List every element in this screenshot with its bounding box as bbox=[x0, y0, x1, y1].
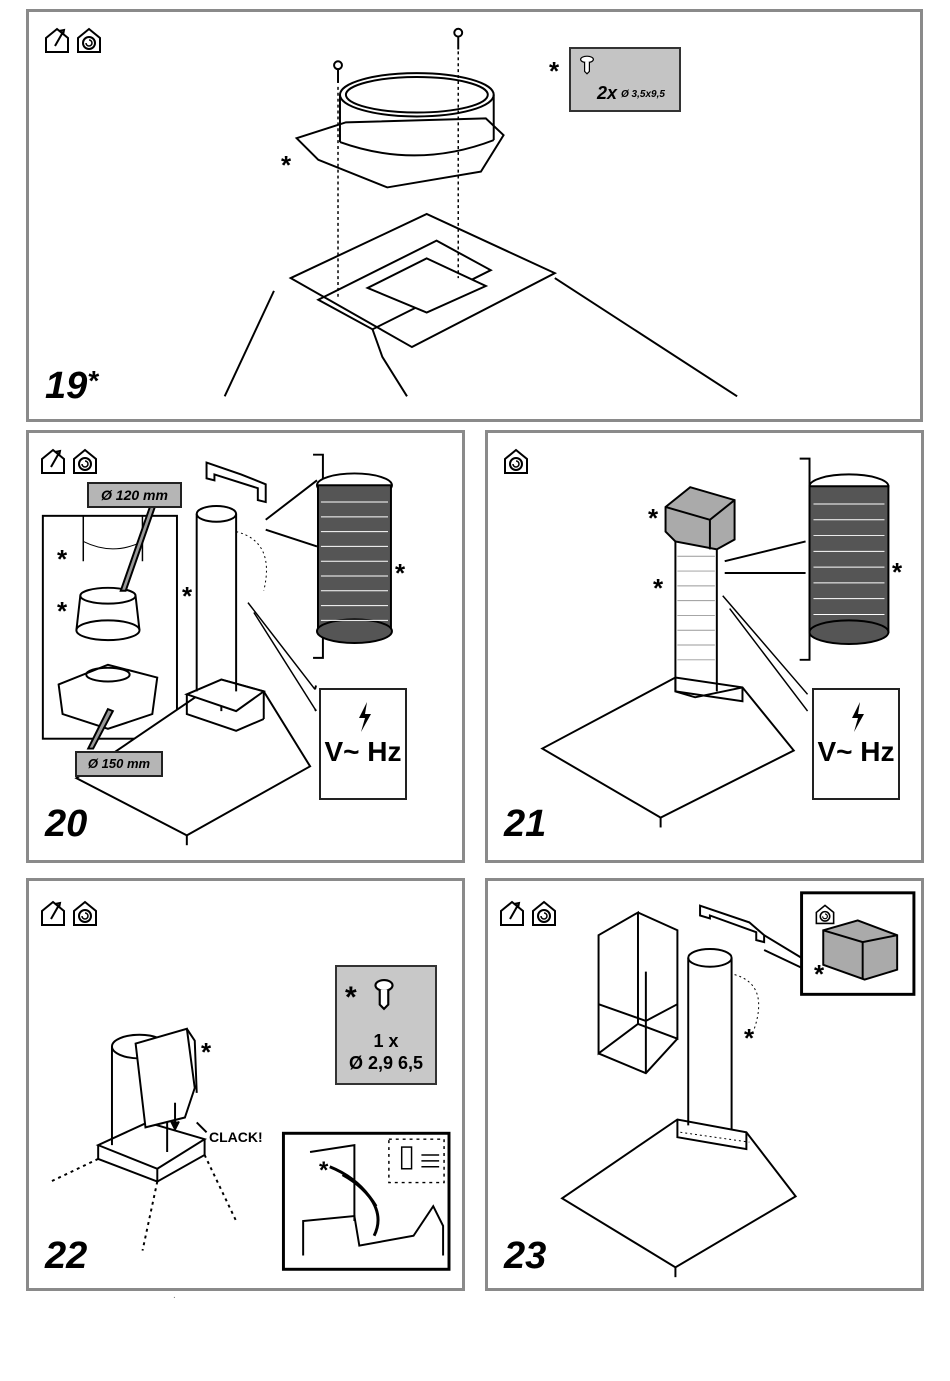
step-19-illustration bbox=[29, 12, 920, 419]
connector-optional-mark: * bbox=[814, 961, 824, 987]
screw-quantity: 1 x bbox=[337, 1031, 435, 1052]
connector-optional-mark: * bbox=[648, 505, 658, 531]
lightning-icon bbox=[848, 702, 868, 732]
step-20-mode-icons bbox=[39, 447, 99, 475]
screw-quantity: 2x bbox=[597, 83, 617, 104]
step-20-panel: Ø 120 mm Ø 150 mm * * * * V~ Hz 20 bbox=[26, 430, 465, 863]
duct-optional-mark: * bbox=[744, 1025, 754, 1051]
ducted-exhaust-icon bbox=[498, 899, 526, 927]
step-number: 19* bbox=[45, 367, 98, 405]
step-number: 23 bbox=[504, 1237, 546, 1275]
power-supply-box: V~ Hz bbox=[319, 688, 407, 800]
step-number: 20 bbox=[45, 805, 87, 843]
screw-icon bbox=[373, 979, 395, 1011]
recirculation-icon bbox=[814, 903, 836, 925]
power-spec: V~ Hz bbox=[814, 736, 898, 768]
flex-duct-optional-mark: * bbox=[182, 583, 192, 609]
wiring-optional-mark: * bbox=[319, 1159, 328, 1183]
lightning-icon bbox=[355, 702, 375, 732]
step-23-mode-icons bbox=[498, 899, 558, 927]
ducted-exhaust-icon bbox=[43, 26, 71, 54]
recirculation-icon bbox=[75, 26, 103, 54]
step-number: 21 bbox=[504, 805, 546, 843]
ducted-exhaust-icon bbox=[39, 899, 67, 927]
duct-optional-mark: * bbox=[57, 546, 67, 572]
screw-callout-box: 2x Ø 3,5x9,5 bbox=[569, 47, 681, 112]
duct-optional-mark: * bbox=[653, 575, 663, 601]
screw-callout-box: * 1 x Ø 2,9 6,5 bbox=[335, 965, 437, 1085]
screw-size: Ø 3,5x9,5 bbox=[621, 89, 665, 100]
recirculation-icon bbox=[502, 447, 530, 475]
zoom-duct-optional-mark: * bbox=[395, 560, 405, 586]
recirculation-icon bbox=[71, 447, 99, 475]
power-spec: V~ Hz bbox=[321, 736, 405, 768]
step-23-illustration bbox=[488, 881, 921, 1288]
flange-optional-mark: * bbox=[281, 152, 291, 178]
step-21-mode-icons bbox=[502, 447, 530, 475]
ducted-exhaust-icon bbox=[39, 447, 67, 475]
diameter-120-label: Ø 120 mm bbox=[87, 482, 182, 508]
screw-optional-mark: * bbox=[345, 983, 357, 1013]
step-22-panel: * CLACK! * 1 x Ø 2,9 6,5 * 22 bbox=[26, 878, 465, 1291]
recirculation-icon bbox=[530, 899, 558, 927]
screw-size: Ø 2,9 6,5 bbox=[337, 1053, 435, 1074]
footer-mark: . bbox=[173, 1290, 176, 1301]
diameter-150-label: Ø 150 mm bbox=[75, 751, 163, 777]
step-number-value: 19 bbox=[45, 365, 87, 407]
recirculation-icon bbox=[71, 899, 99, 927]
step-number: 22 bbox=[45, 1237, 87, 1275]
step-19-panel: * * 2x Ø 3,5x9,5 19* bbox=[26, 9, 923, 422]
step-optional-mark: * bbox=[87, 365, 98, 396]
step-19-mode-icons bbox=[43, 26, 103, 54]
step-22-mode-icons bbox=[39, 899, 99, 927]
step-23-panel: * * 23 bbox=[485, 878, 924, 1291]
screw-optional-mark: * bbox=[549, 58, 559, 84]
zoom-duct-optional-mark: * bbox=[892, 559, 902, 585]
module-optional-mark: * bbox=[201, 1039, 211, 1065]
step-21-panel: * * * V~ Hz 21 bbox=[485, 430, 924, 863]
reducer-optional-mark: * bbox=[57, 598, 67, 624]
screw-icon bbox=[579, 55, 595, 75]
clack-label: CLACK! bbox=[209, 1129, 263, 1145]
power-supply-box: V~ Hz bbox=[812, 688, 900, 800]
